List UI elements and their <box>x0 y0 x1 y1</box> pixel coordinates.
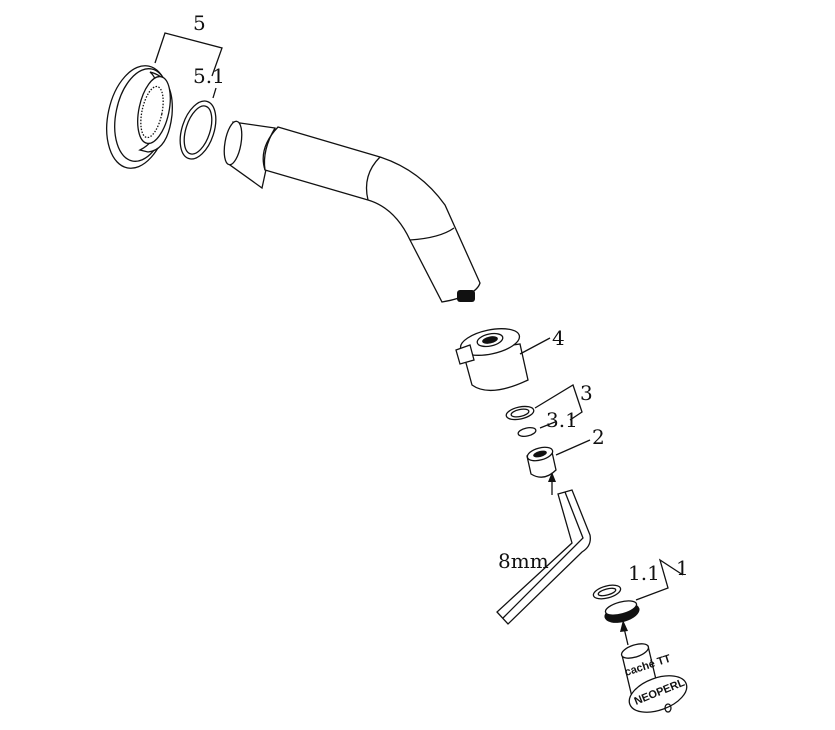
label-part-2: 2 <box>592 425 605 449</box>
label-part-5-1: 5.1 <box>193 64 225 88</box>
label-hex-key-size: 8mm <box>498 549 549 573</box>
aerator-part-1 <box>604 600 640 623</box>
label-part-1-1: 1.1 <box>628 561 660 585</box>
wall-flange-part-5 <box>106 65 173 169</box>
outlet-thread <box>457 290 475 302</box>
insert-part-2 <box>526 446 557 478</box>
label-part-4: 4 <box>552 326 565 350</box>
aerator-service-key: caché TT NEOPERL <box>620 643 688 713</box>
label-part-3: 3 <box>580 381 593 405</box>
hex-key-8mm <box>496 489 591 625</box>
washer-part-3 <box>505 405 535 421</box>
label-part-5: 5 <box>193 11 206 35</box>
label-part-1: 1 <box>676 556 689 580</box>
label-part-3-1: 3.1 <box>546 408 578 432</box>
spout-pipe <box>223 120 481 303</box>
washer-part-3-1 <box>517 427 537 437</box>
washer-part-1-1 <box>592 584 622 600</box>
aerator-housing-part-4 <box>455 328 529 392</box>
seal-ring-part-5-1 <box>179 100 217 160</box>
